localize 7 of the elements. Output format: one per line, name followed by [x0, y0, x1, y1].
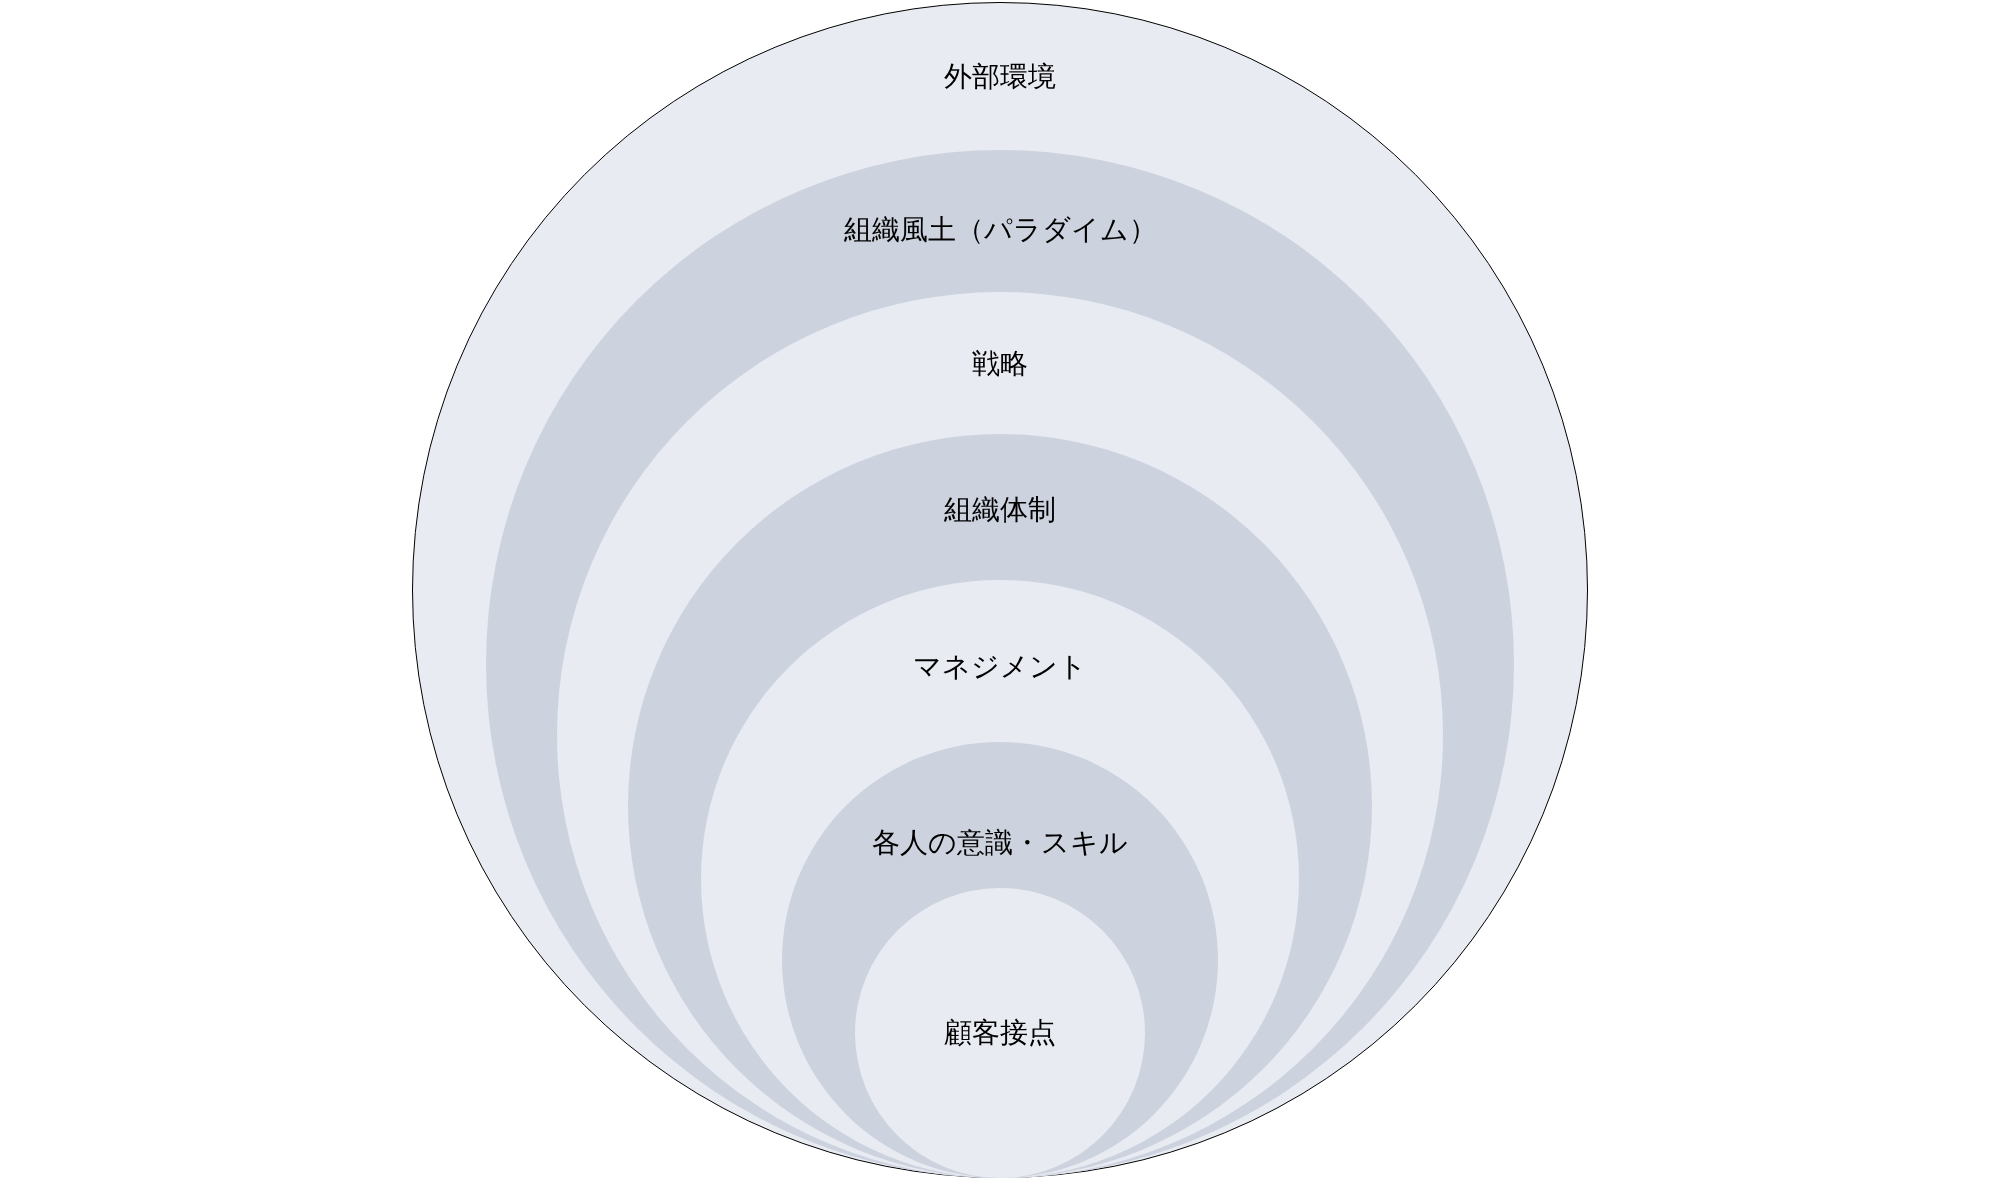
layer-label: 各人の意識・スキル: [872, 825, 1128, 861]
layer-label: 戦略: [972, 346, 1028, 382]
layer-label: 顧客接点: [944, 1015, 1056, 1051]
layer-label: 組織体制: [944, 492, 1056, 528]
layer-label: 組織風土（パラダイム）: [843, 212, 1157, 248]
layer-label: 外部環境: [944, 59, 1056, 95]
layer-label: マネジメント: [913, 649, 1087, 685]
